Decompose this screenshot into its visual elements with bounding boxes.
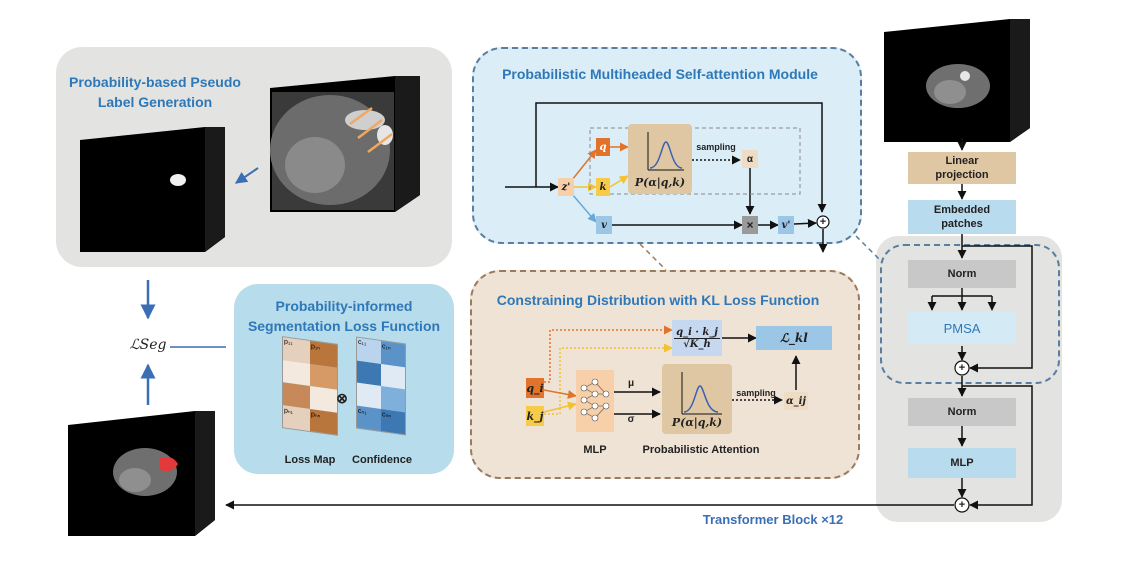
k-node: k bbox=[596, 178, 610, 196]
probabilistic-attention-box bbox=[662, 364, 732, 434]
residual-add-symbol: + bbox=[958, 499, 966, 511]
seg-loss-panel bbox=[234, 284, 454, 474]
multiply-node: × bbox=[742, 216, 758, 234]
mu-label: μ bbox=[627, 378, 635, 389]
kl-loss-node: ℒ_kl bbox=[756, 326, 832, 350]
sigma-label: σ bbox=[627, 414, 635, 425]
residual-add-symbol: + bbox=[958, 362, 966, 374]
q-node: q bbox=[596, 138, 610, 156]
otimes-symbol: ⊗ bbox=[336, 390, 348, 406]
confidence-grid: c₁₁ c₁ₙ cₙ₁ cₙₙ bbox=[356, 336, 406, 436]
linear-projection-box: Linear projection bbox=[908, 152, 1016, 184]
loss-map-cell: pₙ₁ bbox=[283, 404, 310, 431]
fraction-numerator: q_i · k_j bbox=[674, 326, 720, 339]
mlp-box: MLP bbox=[908, 448, 1016, 478]
input-ct-slab-image bbox=[884, 19, 1030, 142]
pmsa-probability-formula: P(α|q,k) bbox=[634, 176, 686, 189]
kl-loss-title: Constraining Distribution with KL Loss F… bbox=[496, 292, 820, 308]
confidence-cell: cₙₙ bbox=[381, 408, 405, 435]
z-prime-node: z' bbox=[558, 178, 574, 196]
pseudo-label-mask-image bbox=[80, 127, 225, 252]
probabilistic-attention-label: Probabilistic Attention bbox=[642, 444, 760, 456]
pmsa-box: PMSA bbox=[908, 312, 1016, 344]
fraction-denominator: √K_h bbox=[683, 338, 711, 350]
loss-map-label: Loss Map bbox=[284, 454, 336, 466]
confidence-label: Confidence bbox=[352, 454, 412, 466]
segmentation-output-image bbox=[68, 411, 215, 536]
confidence-cell bbox=[381, 386, 405, 412]
norm-box-2: Norm bbox=[908, 398, 1016, 426]
alpha-node: α bbox=[742, 150, 758, 168]
confidence-cell bbox=[357, 360, 381, 386]
pseudo-label-title: Probability-based Pseudo Label Generatio… bbox=[69, 74, 241, 110]
confidence-cell: cₙ₁ bbox=[357, 405, 381, 431]
confidence-cell: c₁₁ bbox=[357, 337, 381, 364]
pmsa-sampling-label: sampling bbox=[696, 142, 736, 152]
kj-node: k_j bbox=[526, 406, 544, 426]
loss-map-cell: pₙₙ bbox=[310, 408, 337, 435]
v-node: v bbox=[596, 216, 612, 234]
v-prime-node: v' bbox=[778, 216, 794, 234]
kl-probability-formula: P(α|q,k) bbox=[671, 416, 723, 429]
confidence-cell bbox=[357, 382, 381, 409]
alpha-ij-node: α_ij bbox=[784, 392, 808, 410]
norm-box-1: Norm bbox=[908, 260, 1016, 288]
confidence-cell bbox=[381, 363, 405, 390]
pmsa-highlight-region bbox=[880, 244, 1060, 384]
kl-mlp-label: MLP bbox=[583, 444, 607, 456]
probability-distribution-box bbox=[628, 124, 692, 194]
kl-sampling-label: sampling bbox=[736, 388, 776, 398]
seg-loss-label: ℒSeg bbox=[129, 337, 167, 353]
seg-loss-title: Probability-informed Segmentation Loss F… bbox=[247, 298, 441, 334]
embedded-patches-box: Embedded patches bbox=[908, 200, 1016, 234]
transformer-block-label: Transformer Block ×12 bbox=[702, 512, 844, 527]
qi-node: q_i bbox=[526, 378, 544, 398]
residual-add-symbol: + bbox=[819, 216, 827, 228]
ct-scan-image bbox=[270, 76, 420, 212]
pmsa-module-title: Probabilistic Multiheaded Self-attention… bbox=[502, 66, 818, 82]
confidence-cell: c₁ₙ bbox=[381, 341, 405, 367]
loss-map-grid: p₁₁ p₁ₙ pₙ₁ pₙₙ bbox=[282, 336, 338, 436]
scaled-dot-product-box: q_i · k_j √K_h bbox=[672, 320, 722, 356]
